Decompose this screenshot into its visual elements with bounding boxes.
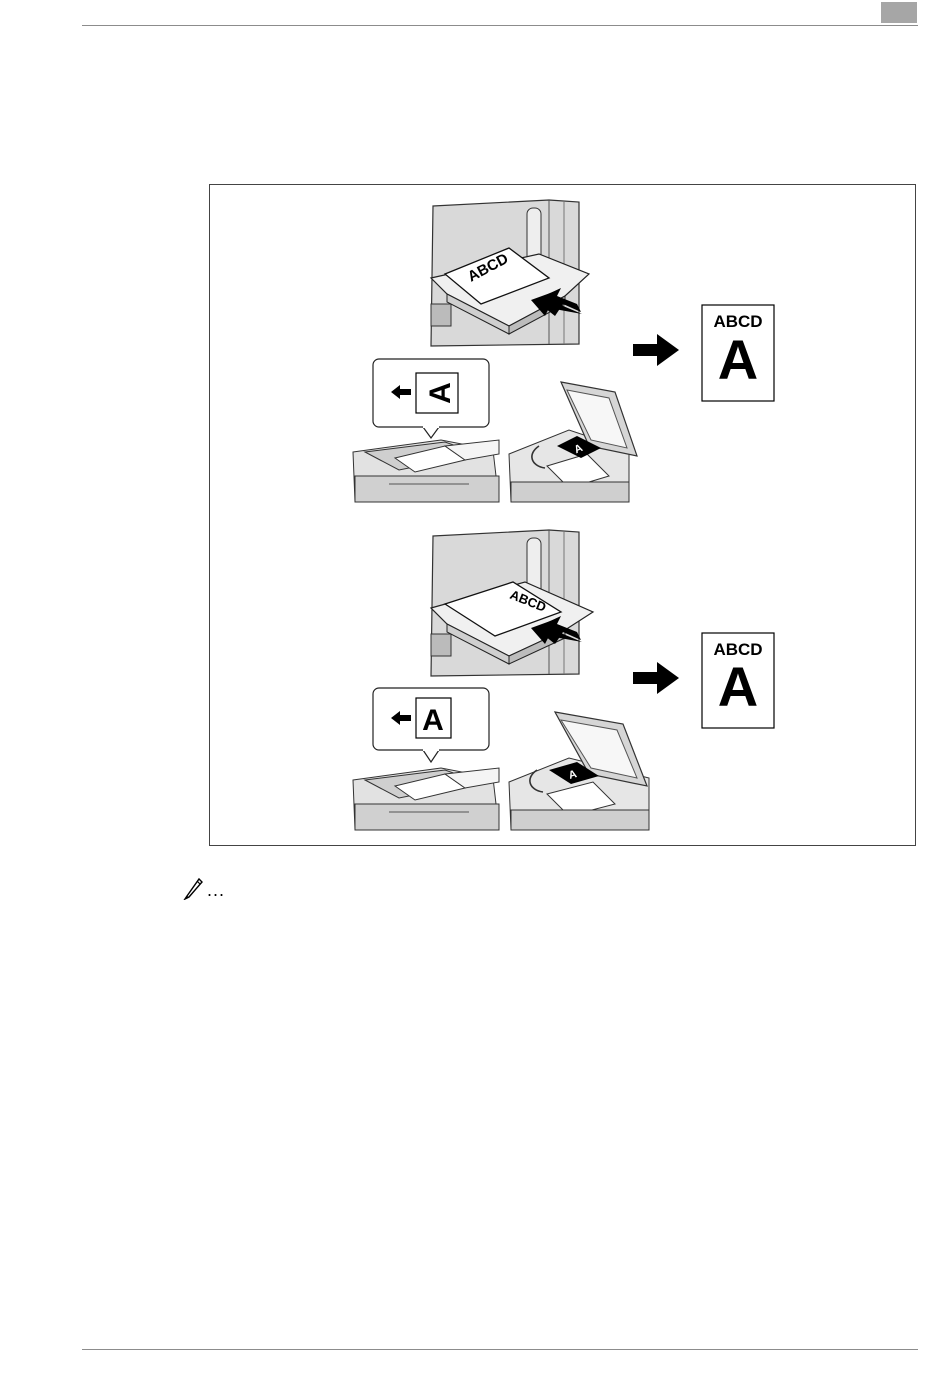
top-flow-arrow: [633, 334, 679, 366]
top-result-large-text: A: [718, 328, 758, 391]
top-bypass-tray-illustration: ABCD: [431, 200, 589, 346]
bottom-bypass-tray-illustration: ABCD: [431, 530, 593, 676]
bottom-result-sheet: ABCD A: [702, 633, 774, 728]
pencil-icon: [183, 876, 205, 900]
top-platen-illustration: A: [509, 382, 637, 502]
bottom-adf-illustration: A: [353, 688, 499, 830]
note-marker: ...: [183, 876, 235, 906]
header-tab: [881, 2, 917, 23]
top-adf-illustration: A: [353, 359, 499, 502]
header-rule: [82, 25, 918, 26]
bottom-platen-illustration: A: [509, 712, 649, 830]
bottom-result-large-text: A: [718, 655, 758, 718]
figure-illustration: ABCD ABCD A A A: [209, 184, 916, 846]
bottom-flow-arrow: [633, 662, 679, 694]
note-ellipsis: ...: [207, 880, 225, 901]
bottom-callout-letter: A: [422, 704, 444, 737]
top-result-sheet: ABCD A: [702, 305, 774, 401]
footer-rule: [82, 1349, 918, 1350]
top-callout-letter: A: [424, 382, 457, 404]
